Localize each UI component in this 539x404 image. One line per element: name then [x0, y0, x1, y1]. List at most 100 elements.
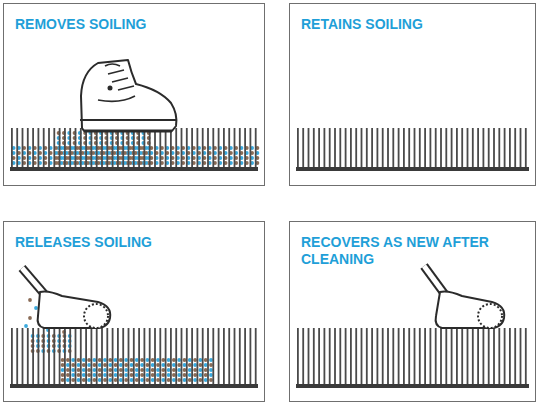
bristle: [345, 128, 347, 167]
soil-dot: [146, 378, 150, 382]
soil-dot: [119, 373, 123, 377]
bristle: [53, 328, 55, 384]
soil-dot: [161, 368, 165, 372]
soil-dot: [146, 368, 150, 372]
soil-dot: [161, 378, 165, 382]
soil-dot: [135, 358, 139, 362]
bristle: [75, 328, 77, 384]
bristle: [159, 128, 161, 167]
bristle: [387, 128, 389, 167]
bristle: [138, 328, 140, 384]
bristle: [477, 128, 479, 167]
bristle: [181, 128, 183, 167]
soil-dot: [204, 358, 208, 362]
bristle: [297, 328, 299, 384]
bristle: [467, 328, 469, 384]
soil-dot: [87, 363, 91, 367]
bristle: [371, 328, 373, 384]
bristle: [38, 328, 40, 384]
soil-dot: [193, 363, 197, 367]
soil-dot: [24, 324, 28, 328]
bristle: [106, 128, 108, 167]
soil-dot: [61, 358, 65, 362]
bristle: [64, 328, 66, 384]
bristle: [128, 328, 130, 384]
soil-dot: [156, 378, 160, 382]
soil-dot: [130, 373, 134, 377]
bristle: [165, 328, 167, 384]
bristle: [371, 128, 373, 167]
soil-dot: [209, 358, 213, 362]
soil-dot: [66, 368, 70, 372]
soil-dot: [108, 358, 112, 362]
soil-dot: [82, 363, 86, 367]
soil-dot: [167, 363, 171, 367]
soil-dot: [177, 368, 181, 372]
bristle: [329, 328, 331, 384]
bristle: [159, 328, 161, 384]
soil-dot: [124, 363, 128, 367]
soil-dot: [93, 368, 97, 372]
panel-title: REMOVES SOILING: [15, 16, 255, 33]
soil-dot: [140, 373, 144, 377]
bristle: [255, 328, 257, 384]
bristle: [223, 328, 225, 384]
bristle: [318, 328, 320, 384]
bristle: [22, 128, 24, 167]
soil-dot: [135, 368, 139, 372]
bristle: [91, 128, 93, 167]
bristle: [493, 328, 495, 384]
soil-dot: [61, 368, 65, 372]
bristle: [387, 328, 389, 384]
soil-dot: [114, 378, 118, 382]
soil-dot: [204, 373, 208, 377]
soil-dot: [183, 368, 187, 372]
bristle: [212, 328, 214, 384]
soil-dot: [108, 373, 112, 377]
bristle: [218, 128, 220, 167]
soil-dot: [71, 373, 75, 377]
bristle: [191, 328, 193, 384]
boot: [80, 60, 177, 131]
bristle: [472, 128, 474, 167]
bristle: [234, 328, 236, 384]
soil-dot: [199, 363, 203, 367]
soil-dot: [61, 363, 65, 367]
soil-dot: [103, 363, 107, 367]
bristle: [202, 128, 204, 167]
soil-dot: [103, 368, 107, 372]
soil-dot: [66, 363, 70, 367]
soil-dot: [172, 368, 176, 372]
soil-dot: [140, 368, 144, 372]
bristle: [419, 328, 421, 384]
bristle: [350, 328, 352, 384]
bristle: [377, 328, 379, 384]
bristle: [329, 128, 331, 167]
soil-dot: [66, 373, 70, 377]
soil-dot: [77, 368, 81, 372]
mat-base: [296, 167, 529, 171]
bristle: [96, 128, 98, 167]
soil-dot: [93, 363, 97, 367]
panel: REMOVES SOILING: [3, 3, 265, 186]
soil-dot: [124, 368, 128, 372]
bristle: [520, 328, 522, 384]
soil-dot: [71, 363, 75, 367]
bristle: [133, 128, 135, 167]
bristle: [308, 328, 310, 384]
soil-dot: [199, 378, 203, 382]
bristle: [477, 328, 479, 384]
bristle: [308, 128, 310, 167]
bristle: [69, 128, 71, 167]
bristle: [239, 328, 241, 384]
mat-base: [10, 384, 258, 388]
soil-dot: [156, 373, 160, 377]
soil-dot: [183, 363, 187, 367]
soil-dot: [82, 373, 86, 377]
soil-dot: [177, 358, 181, 362]
soil-dot: [188, 368, 192, 372]
soil-dot: [77, 358, 81, 362]
soil-dot: [156, 363, 160, 367]
soil-dot: [119, 358, 123, 362]
soil-dot: [28, 316, 32, 320]
